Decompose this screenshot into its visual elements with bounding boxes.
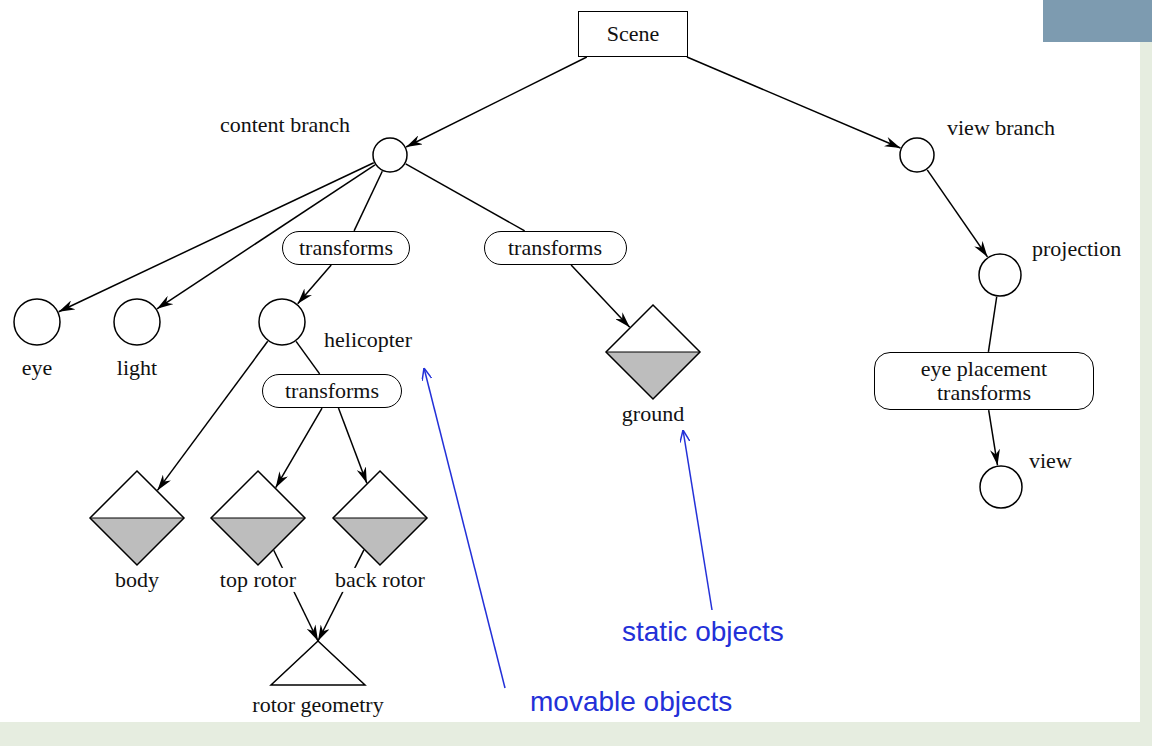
connector (157, 341, 267, 490)
shape-diamond (333, 471, 427, 565)
annotation-label: movable objects (530, 686, 732, 718)
leader-line (424, 368, 505, 688)
group-node: view (979, 465, 1023, 509)
node-outline (270, 640, 366, 686)
connector (274, 550, 318, 641)
corner-patch (1043, 0, 1152, 42)
node-label: eye (20, 356, 55, 380)
group-circle (900, 138, 934, 172)
connector (338, 408, 366, 483)
diamond-shade (333, 518, 427, 565)
node-label: helicopter (322, 328, 414, 352)
group-box: eye placement transforms (874, 352, 1094, 410)
diamond-shade (211, 518, 305, 565)
node-label: transforms (299, 236, 393, 260)
connector (988, 297, 996, 352)
geometry-triangle (271, 641, 365, 685)
connector (687, 57, 900, 148)
node-outline (605, 304, 701, 400)
shape-node: back rotor (332, 470, 428, 566)
node-label: projection (1030, 237, 1123, 261)
group-node: view branch (899, 137, 935, 173)
group-circle (980, 466, 1022, 508)
node-outline (899, 137, 935, 173)
node-label: top rotor (218, 568, 298, 592)
node-label: transforms (285, 379, 379, 403)
node-outline (332, 470, 428, 566)
transform-node: transforms (484, 231, 627, 265)
shape-node: ground (605, 304, 701, 400)
group-circle (979, 254, 1021, 296)
node-label: body (113, 568, 161, 592)
connector (927, 170, 987, 257)
connector (571, 265, 630, 327)
shape-diamond (606, 305, 700, 399)
group-circle (114, 299, 160, 345)
connector (354, 171, 382, 231)
group-circle (14, 299, 60, 345)
node-label: Scene (607, 22, 660, 46)
leader-line (683, 430, 712, 610)
connector (406, 57, 587, 147)
node-outline (13, 298, 61, 346)
node-outline (979, 465, 1023, 509)
connector (276, 408, 322, 488)
shape-diamond (90, 471, 184, 565)
group-node: projection (978, 253, 1022, 297)
transform-node: transforms (282, 231, 410, 265)
node-outline (258, 298, 306, 346)
group-node: content branch (372, 137, 408, 173)
connector (989, 410, 998, 465)
node-outline (978, 253, 1022, 297)
connector (298, 265, 332, 304)
group-node: eye (13, 298, 61, 346)
node-label: content branch (218, 113, 352, 137)
connector (296, 341, 320, 373)
group-circle (259, 299, 305, 345)
connector (318, 550, 364, 641)
shape-node: body (89, 470, 185, 566)
shape-node: top rotor (210, 470, 306, 566)
group-box: Scene (578, 11, 688, 57)
node-label: view (1027, 449, 1074, 473)
transform-node: transforms (262, 374, 402, 408)
node-outline (113, 298, 161, 346)
node-label: eye placement transforms (909, 357, 1059, 405)
diamond-shade (90, 518, 184, 565)
group-node: helicopter (258, 298, 306, 346)
diamond-divider (333, 518, 427, 519)
geometry-node: rotor geometry (270, 640, 366, 686)
node-label: transforms (508, 236, 602, 260)
diamond-shade (606, 352, 700, 399)
diamond-divider (211, 518, 305, 519)
node-label: back rotor (333, 568, 427, 592)
node-outline (210, 470, 306, 566)
node-outline (372, 137, 408, 173)
node-label: rotor geometry (250, 693, 385, 717)
node-label: ground (620, 402, 686, 426)
connector (406, 164, 525, 231)
group-circle (373, 138, 407, 172)
diamond-divider (90, 518, 184, 519)
node-label: light (115, 356, 159, 380)
group-node: light (113, 298, 161, 346)
annotation-label: static objects (622, 616, 784, 648)
shape-diamond (211, 471, 305, 565)
node-label: view branch (945, 116, 1057, 140)
diamond-divider (606, 352, 700, 353)
diagram-panel (0, 0, 1140, 722)
node-outline (89, 470, 185, 566)
